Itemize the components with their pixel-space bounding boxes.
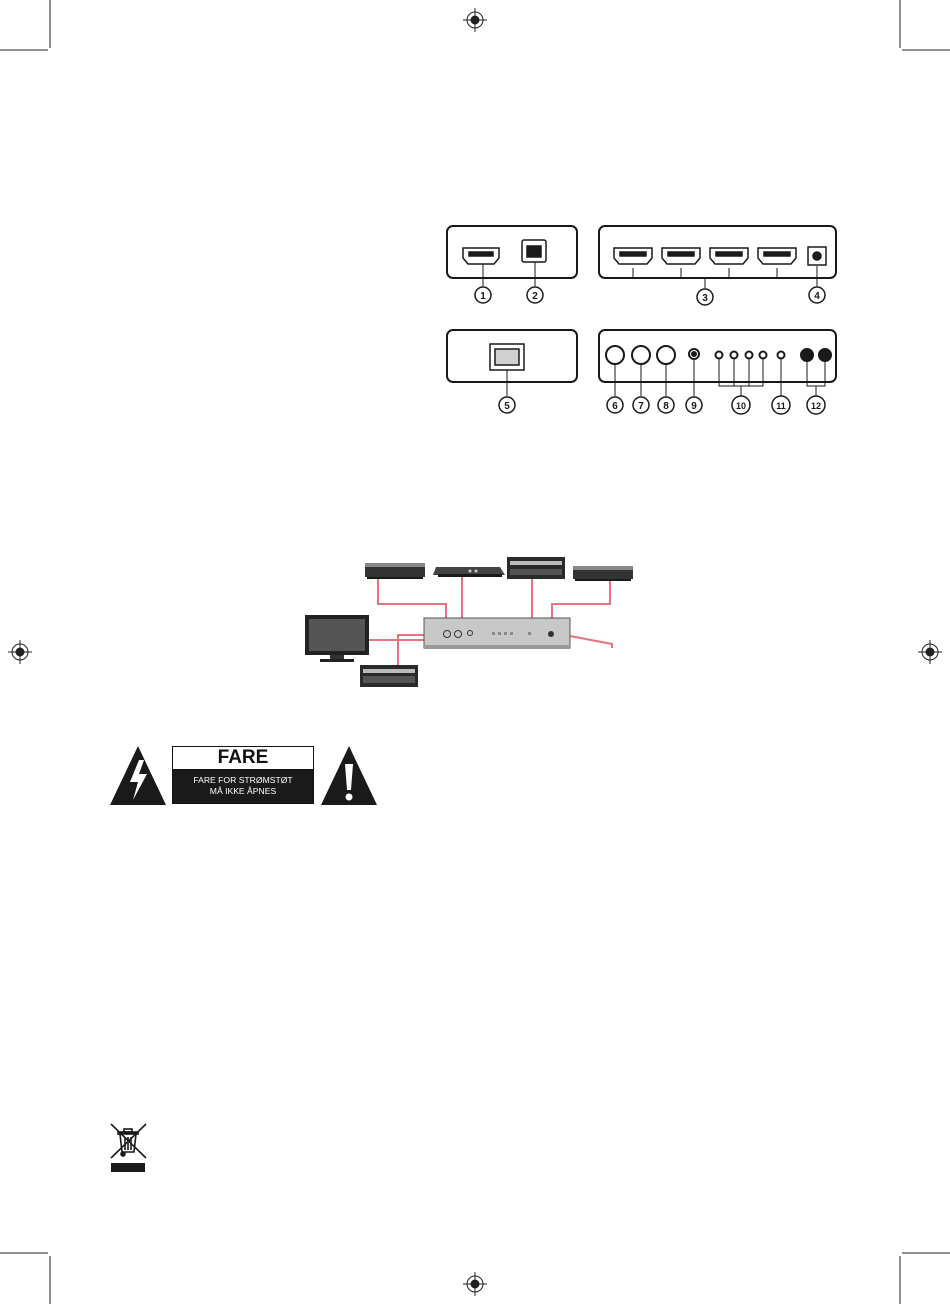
- weee-bar: [111, 1163, 145, 1172]
- crossed-bin-icon: [111, 1124, 146, 1158]
